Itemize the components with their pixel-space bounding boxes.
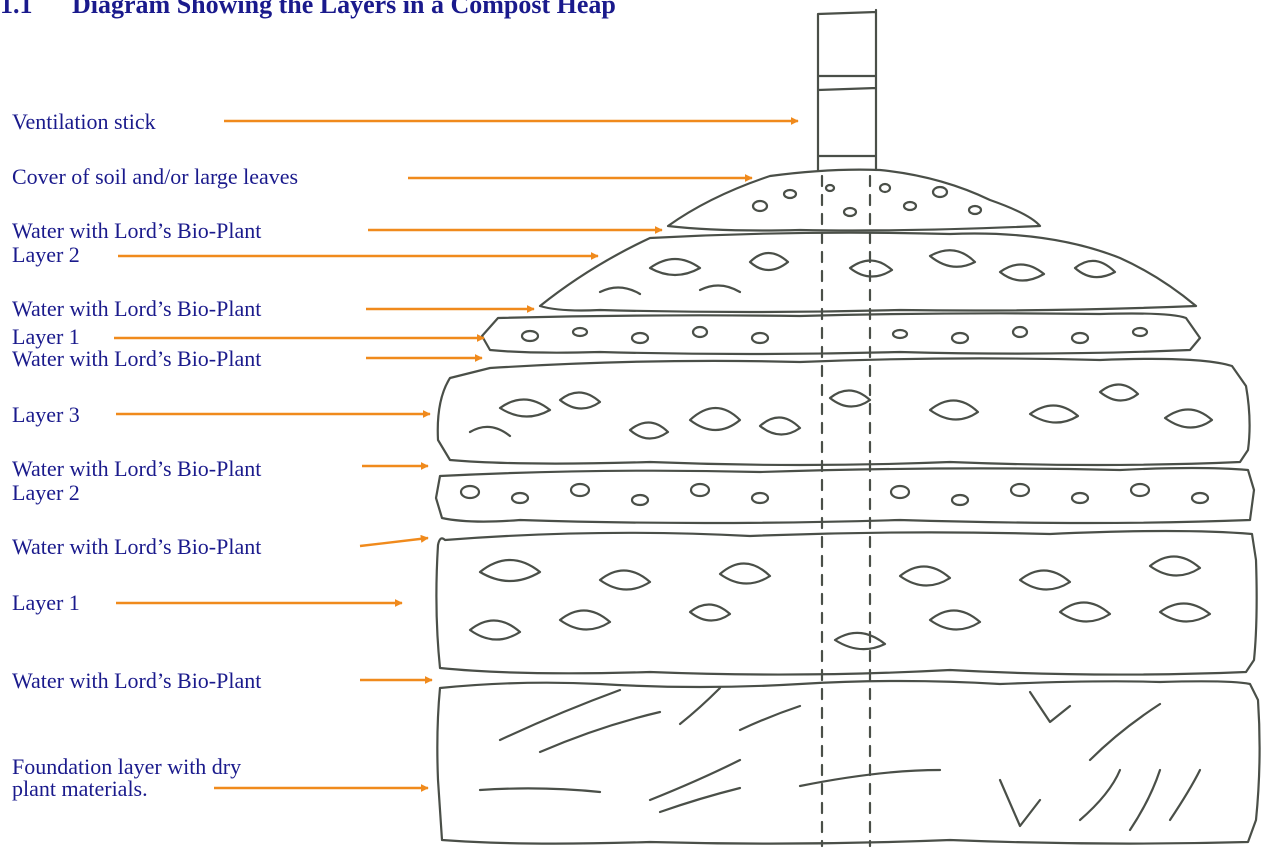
twigs-foundation [480, 688, 1200, 830]
leaves-layer-1-bottom [470, 556, 1210, 649]
layer-1-top [482, 313, 1200, 354]
layer-3 [438, 358, 1250, 465]
layer-1-bottom [436, 531, 1256, 675]
cover-pebbles [753, 184, 981, 216]
leaves-layer-2-top [600, 250, 1115, 294]
pebbles-layer-1-top [522, 327, 1147, 343]
ventilation-stick [818, 10, 876, 170]
layer-2-bottom [436, 468, 1254, 523]
pebbles-layer-2-bottom [461, 484, 1208, 505]
compost-heap-sketch [436, 10, 1260, 846]
leaves-layer-3 [470, 384, 1212, 438]
ventilation-stick-dashed [822, 176, 870, 846]
layer-2-top [540, 233, 1196, 312]
arrow-water-5 [360, 538, 428, 546]
